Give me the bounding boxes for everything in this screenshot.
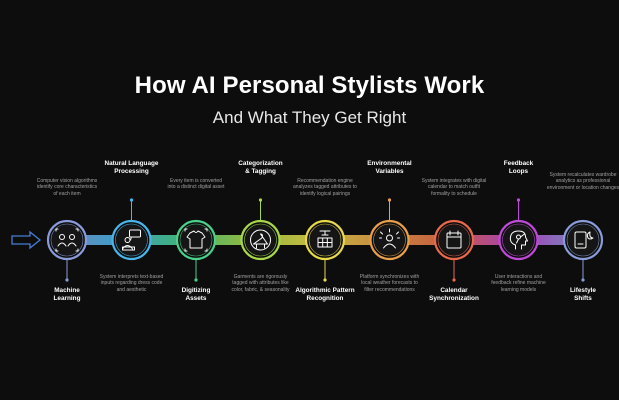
label-line: Assets [185,294,207,302]
page-subtitle: And What They Get Right [212,108,407,127]
description-line: tagged with attributes like [232,280,289,287]
brain-head-icon [509,230,528,250]
label-line: Categorization [238,160,283,167]
description-line: Computer vision algorithms [36,178,98,184]
description-line: Every item is converted [170,178,222,184]
description-line: Garments are rigorously [233,274,288,280]
stage-stem-dot [129,198,134,202]
chat-user-icon [122,229,141,251]
description-line: Platform synchronizes with [359,274,420,280]
description-line: environment or location changes [546,184,619,191]
description-line: calendar to match outfit [428,184,480,191]
description-line: into a distinct digital asset [167,184,225,191]
categorization-tagging-node [240,219,281,261]
people-icon [55,228,79,252]
label-line: Feedback [503,160,534,167]
description-line: System recalculates wardrobe [549,172,617,178]
feedback-loops-node [498,219,539,261]
stage-stem-dot [581,278,585,282]
label-line: Natural Language [104,160,159,167]
categorization-tagging-label: Categorization& Tagging [223,160,299,175]
lifestyle-shifts-node [562,219,604,261]
device-moon-icon [574,231,594,249]
description-line: and aesthetic [116,286,147,293]
description-line: inputs regarding dress code [100,280,163,287]
description-line: local weather forecasts to [361,280,418,287]
pattern-grid-icon [317,230,333,248]
label-line: Lifestyle [570,287,596,294]
label-line: Digitizing [181,287,211,294]
page-title: How AI Personal Stylists Work [134,72,485,99]
label-line: Variables [375,167,404,175]
stage-stem-dot [323,278,327,282]
label-line: & Tagging [245,167,276,175]
description-line: feedback refine machine [491,280,546,287]
description-line: identify logical pairings [299,190,351,197]
shirt-scan-icon [184,228,208,252]
hanger-icon [250,229,271,251]
calendar-icon [446,230,462,249]
label-line: Algorithmic Pattern [295,287,355,294]
description-line: analyzes tagged attributes to [293,184,357,191]
natural-language-processing-node [111,219,152,261]
stage-stem-dot [65,278,69,282]
description-line: learning models [500,286,537,293]
start-arrow-icon [11,230,42,250]
label-line: Calendar [440,287,468,294]
environmental-variables-node [369,219,410,261]
stage-stem-dot [516,198,521,202]
description-line: color, fabric, & seasonality [231,286,290,293]
digitizing-assets-node [175,219,217,261]
description-line: filter recommendations [364,286,415,293]
label-line: Processing [114,167,149,175]
label-line: Synchronization [429,294,479,302]
label-line: Shifts [574,294,592,302]
description-line: User interactions and [494,274,543,280]
label-line: Learning [53,294,81,302]
stage-stem-dot [387,198,392,202]
description-line: System interprets text-based [99,274,164,280]
description-line: Recommendation engine [297,178,353,184]
description-line: of each item [53,190,81,197]
label-line: Loops [508,167,529,175]
description-line: System integrates with digital [421,178,487,184]
description-line: identify core characteristics [36,184,98,191]
machine-learning-node [46,219,88,261]
algorithmic-pattern-recognition-node [304,219,346,261]
calendar-synchronization-node [433,219,475,261]
weather-user-icon [379,228,400,249]
description-line: formality to schedule [431,190,477,197]
label-line: Recognition [306,294,344,302]
stage-stem-dot [194,278,198,282]
stage-stem-dot [452,278,456,282]
label-line: Machine [54,287,80,294]
label-line: Environmental [367,160,412,167]
description-line: analytics as professional [555,178,611,185]
stage-stem-dot [258,198,263,202]
